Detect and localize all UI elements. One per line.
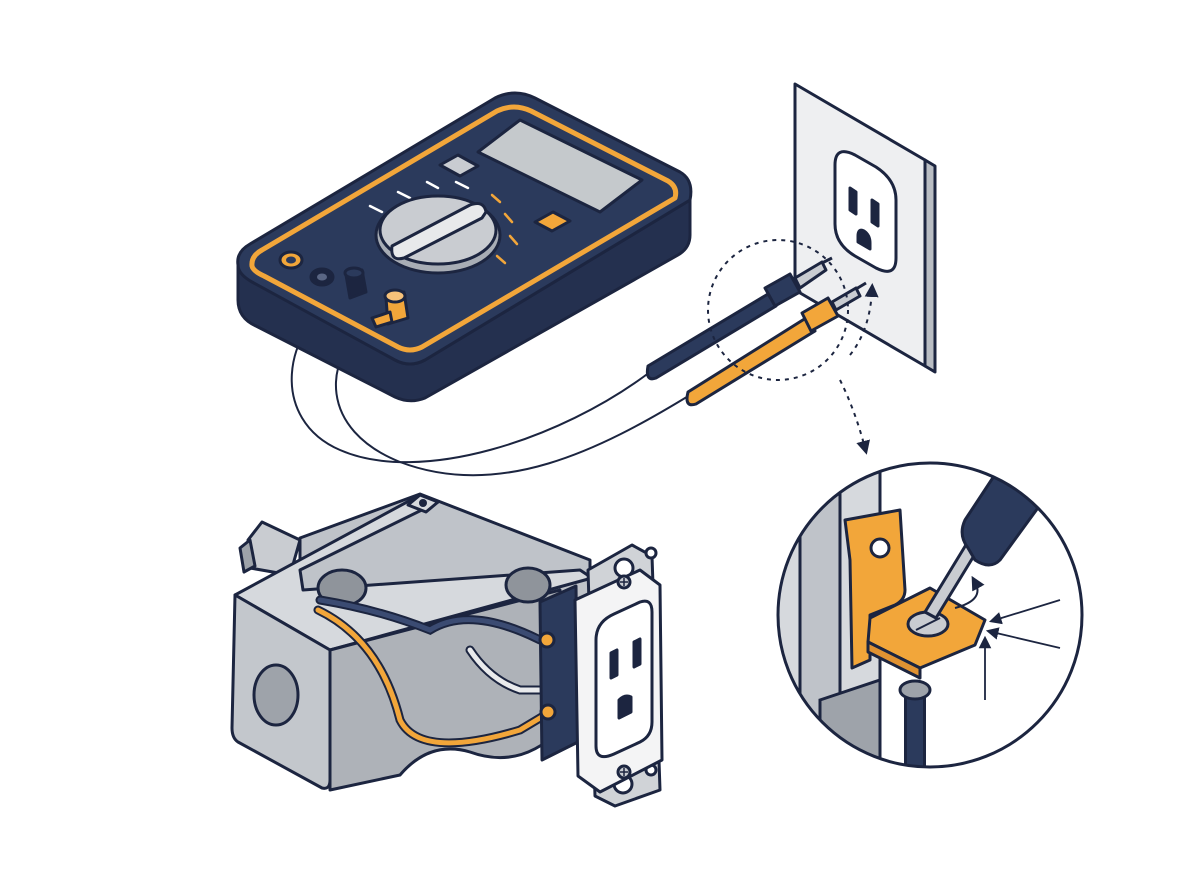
multimeter-hold-button[interactable] (438, 153, 480, 178)
black-lead-plug (343, 266, 368, 300)
zoom-circle-border (776, 461, 1084, 769)
multimeter-bezel (249, 104, 679, 353)
multimeter-display (476, 118, 644, 214)
zoom-detail (776, 461, 1084, 769)
dial-pointer (390, 202, 488, 261)
dashed-focus-circle (707, 239, 849, 381)
dial-tick-marks (368, 180, 470, 214)
receptacle-body (538, 584, 580, 762)
input-jacks (278, 250, 335, 287)
dashed-arrow-down (839, 379, 870, 455)
multimeter (236, 91, 693, 403)
detail-callout-link (707, 239, 879, 455)
knockout-front (252, 663, 300, 727)
outlet-receptacle (833, 150, 898, 273)
orange-lead-plug (370, 288, 410, 329)
outlet-slot-right (870, 198, 880, 228)
multimeter-range-button[interactable] (533, 210, 572, 233)
receptacle-device (538, 543, 664, 808)
rotation-arrow (954, 575, 985, 609)
knockout-back-right (504, 566, 552, 604)
black-probe[interactable] (645, 256, 833, 381)
dial-tick-marks-orange (490, 193, 519, 265)
junction-box (230, 492, 594, 792)
wall-outlet (793, 82, 937, 374)
rotary-dial[interactable] (374, 194, 502, 275)
orange-probe[interactable] (685, 281, 867, 407)
outlet-ground-hole (856, 228, 872, 251)
terminal-screw-bottom (539, 703, 557, 721)
terminal-screw-top (538, 631, 556, 649)
outlet-slot-left (848, 186, 858, 216)
